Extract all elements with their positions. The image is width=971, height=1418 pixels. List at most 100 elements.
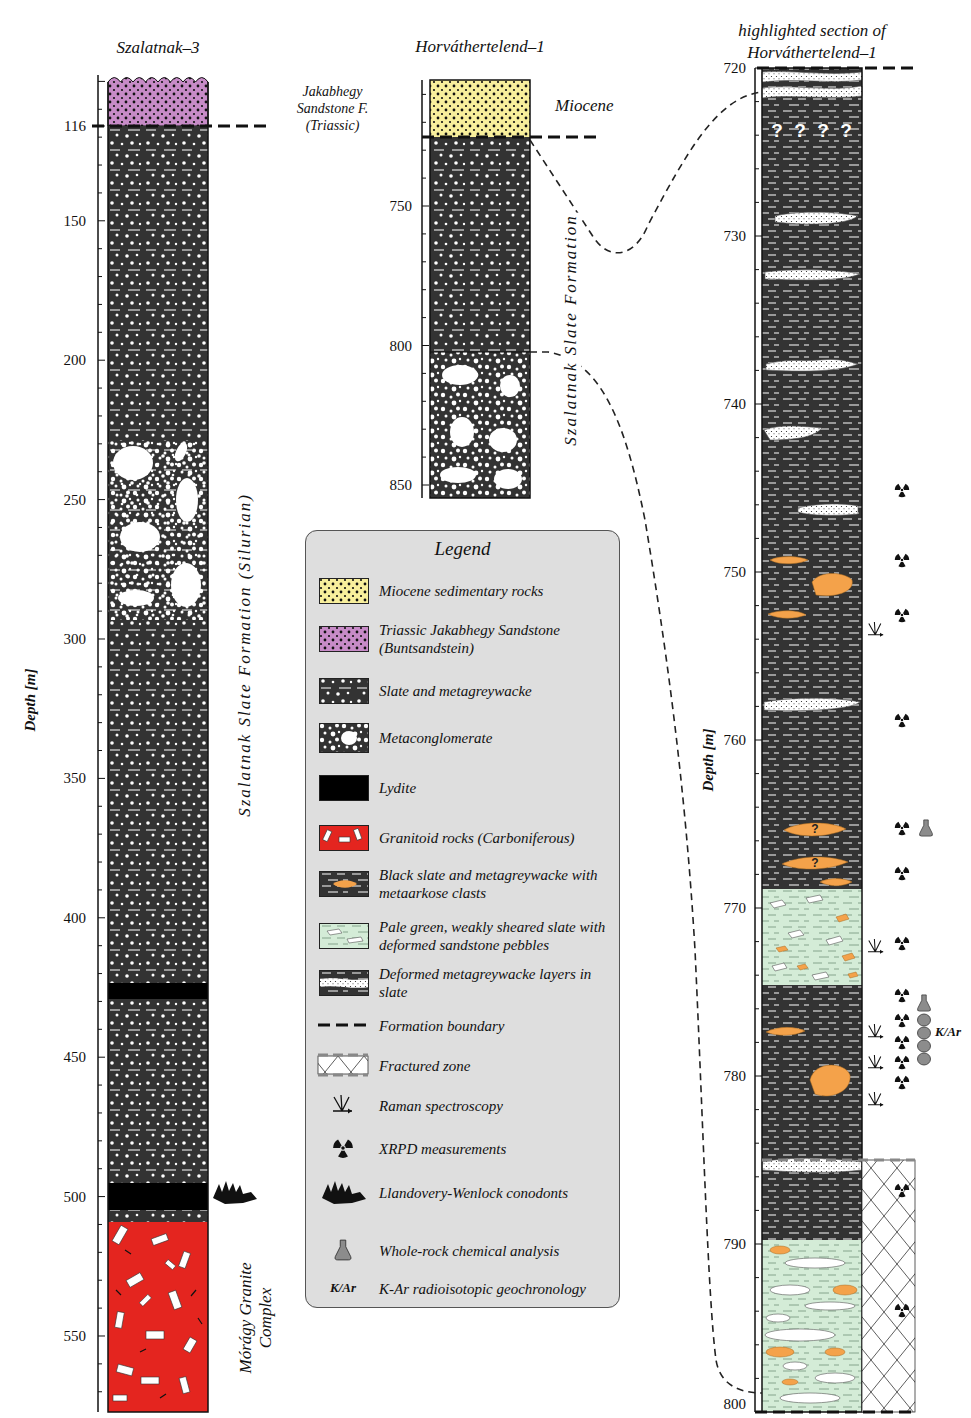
depth-tick	[98, 778, 105, 779]
symbol	[895, 484, 909, 497]
depth-tick	[422, 317, 426, 318]
legend-swatch	[319, 871, 369, 897]
rock-unit	[319, 923, 369, 949]
depth-tick	[422, 345, 429, 346]
shape	[108, 82, 208, 1412]
depth-tick	[422, 206, 429, 207]
depth-tick	[98, 722, 102, 723]
highlighted-log	[755, 68, 933, 1412]
clast	[815, 1373, 855, 1383]
depth-tick	[422, 178, 426, 179]
clast	[118, 590, 154, 606]
depth-tick	[755, 370, 759, 371]
depth-tick	[422, 457, 426, 458]
depth-tick	[422, 233, 426, 234]
depth-number: 760	[722, 732, 749, 749]
horvathertelend-1-log	[422, 80, 600, 498]
rock-unit	[108, 983, 208, 999]
depth-tick	[422, 401, 426, 402]
clast	[825, 1348, 845, 1356]
shape	[775, 212, 858, 224]
shape	[319, 978, 369, 988]
depth-tick	[98, 388, 102, 389]
depth-tick	[755, 840, 759, 841]
granite-crystals	[112, 1225, 197, 1401]
depth-tick	[755, 101, 759, 102]
depth-tick	[755, 672, 759, 673]
column-title: Horváthertelend–1	[370, 36, 590, 58]
symbol	[868, 1092, 883, 1107]
metaarkose-clasts	[766, 557, 858, 1385]
shape	[848, 972, 858, 978]
illustration	[319, 626, 369, 652]
clast	[805, 1302, 855, 1310]
shape	[762, 86, 862, 98]
shape	[820, 879, 852, 886]
depth-tick	[98, 527, 102, 528]
rock-unit	[113, 1395, 127, 1401]
question-mark: ?	[840, 121, 852, 140]
legend-text: Whole-rock chemical analysis	[379, 1242, 611, 1260]
depth-number: 750	[722, 564, 749, 581]
depth-tick	[755, 639, 759, 640]
rock-unit	[112, 1225, 128, 1245]
rock-unit	[319, 723, 369, 753]
depth-number: 250	[62, 492, 89, 509]
formation-name: Jakabhegy Sandstone F. (Triassic)	[280, 83, 385, 134]
clast	[172, 441, 190, 463]
log-column: highlighted section of Horváthertelend–1	[762, 68, 862, 1412]
rock-unit	[108, 1183, 208, 1210]
question-mark: ?	[811, 823, 818, 835]
rock-unit	[108, 999, 208, 1183]
rock-unit	[319, 871, 369, 897]
sandstone-pebbles	[765, 895, 855, 1403]
clast	[780, 1393, 840, 1403]
shape	[836, 914, 849, 922]
rock-unit	[115, 1311, 125, 1328]
method-label: K/Ar	[935, 1025, 961, 1039]
depth-tick	[755, 404, 762, 405]
raman-markers	[868, 622, 883, 1107]
shape	[764, 698, 860, 711]
depth-tick	[98, 471, 102, 472]
shape	[842, 953, 855, 961]
shape	[764, 426, 822, 440]
symbol	[895, 937, 909, 950]
depth-number: 770	[722, 900, 749, 917]
metagreywacke-layers	[762, 72, 862, 1173]
depth-tick	[755, 236, 762, 237]
symbol	[895, 1076, 909, 1089]
depth-tick	[98, 1224, 102, 1225]
rock-unit	[430, 137, 530, 352]
rock-unit	[165, 1259, 176, 1269]
illustration	[319, 678, 369, 704]
question-mark: ?	[811, 857, 818, 869]
shape	[798, 504, 858, 515]
log-column: Szalatnak–3	[108, 75, 208, 1412]
rock-unit	[762, 68, 862, 1412]
depth-tick	[755, 1176, 759, 1177]
depth-tick	[98, 666, 102, 667]
line	[318, 1024, 368, 1027]
rock-unit	[323, 830, 332, 842]
shape	[812, 972, 829, 980]
legend-swatch	[319, 578, 369, 604]
legend-text: Triassic Jakabhegy Sandstone (Buntsandst…	[379, 621, 611, 657]
rock-unit	[339, 837, 350, 842]
depth-number: 300	[62, 631, 89, 648]
depth-tick	[98, 834, 102, 835]
depth-tick	[98, 806, 102, 807]
shape	[766, 359, 858, 371]
szalatnak-3-log	[92, 75, 270, 1412]
depth-number: 550	[62, 1328, 89, 1345]
unit-name: Miocene	[555, 96, 614, 116]
depth-tick	[98, 1029, 102, 1030]
legend-text: Slate and metagreywacke	[379, 682, 611, 700]
depth-tick	[98, 917, 105, 918]
depth-tick	[98, 1335, 105, 1336]
symbol	[895, 1184, 909, 1197]
depth-number: 720	[722, 60, 749, 77]
depth-tick	[422, 150, 426, 151]
illustration	[319, 578, 369, 604]
